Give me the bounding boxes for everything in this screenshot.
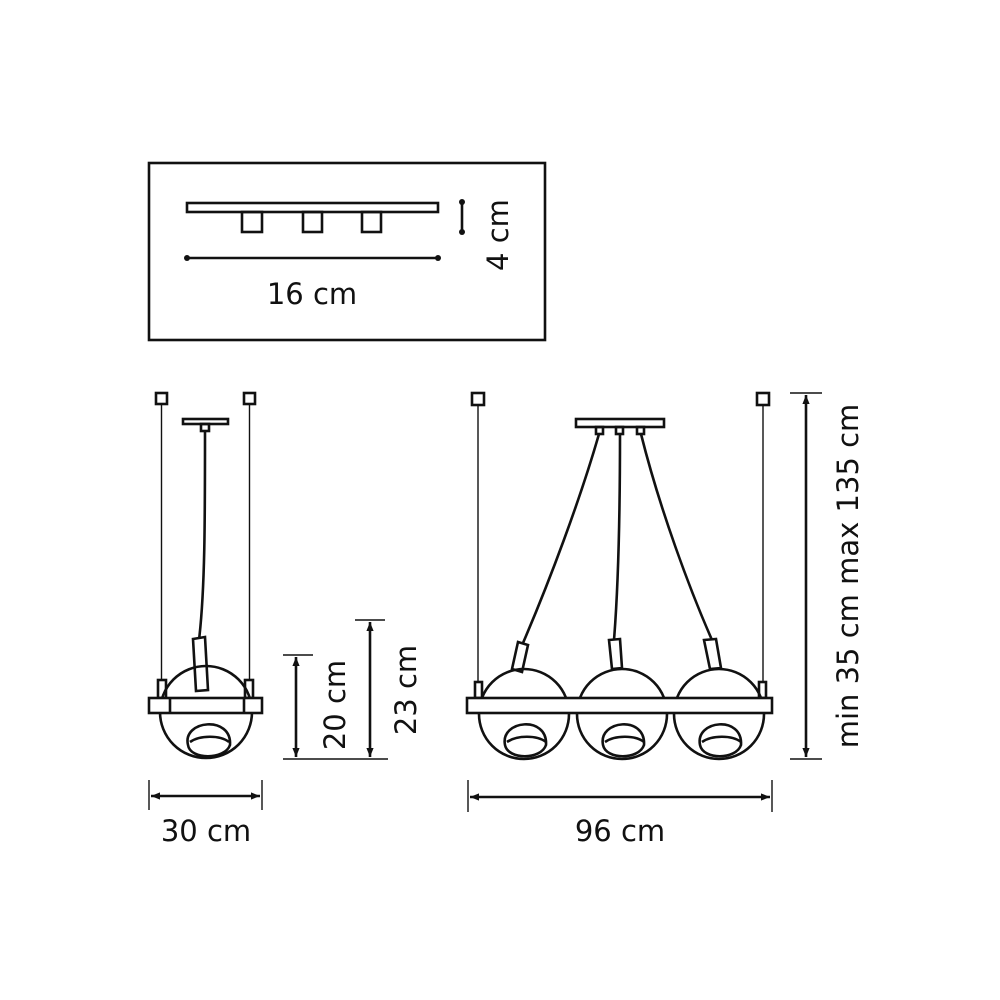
front-width-label: 96 cm xyxy=(575,814,665,848)
shade-height-label: 20 cm xyxy=(318,660,352,750)
total-height-label: 23 cm xyxy=(389,645,423,735)
canopy-width-label: 16 cm xyxy=(267,277,357,311)
detail-frame xyxy=(147,161,547,342)
canopy-socket xyxy=(360,210,383,234)
canopy-socket xyxy=(240,210,264,234)
canopy-plate xyxy=(185,201,440,214)
side-view: 20 cm 23 cm 30 cm xyxy=(147,391,423,848)
side-width-label: 30 cm xyxy=(161,814,251,848)
canopy-height-label: 4 cm xyxy=(481,199,515,271)
height-range-label: min 35 cm max 135 cm xyxy=(831,404,865,749)
canopy-detail: 16 cm 4 cm xyxy=(147,161,547,342)
front-view: 96 cm min 35 cm max 135 cm xyxy=(465,391,865,848)
canopy-socket xyxy=(301,210,324,234)
